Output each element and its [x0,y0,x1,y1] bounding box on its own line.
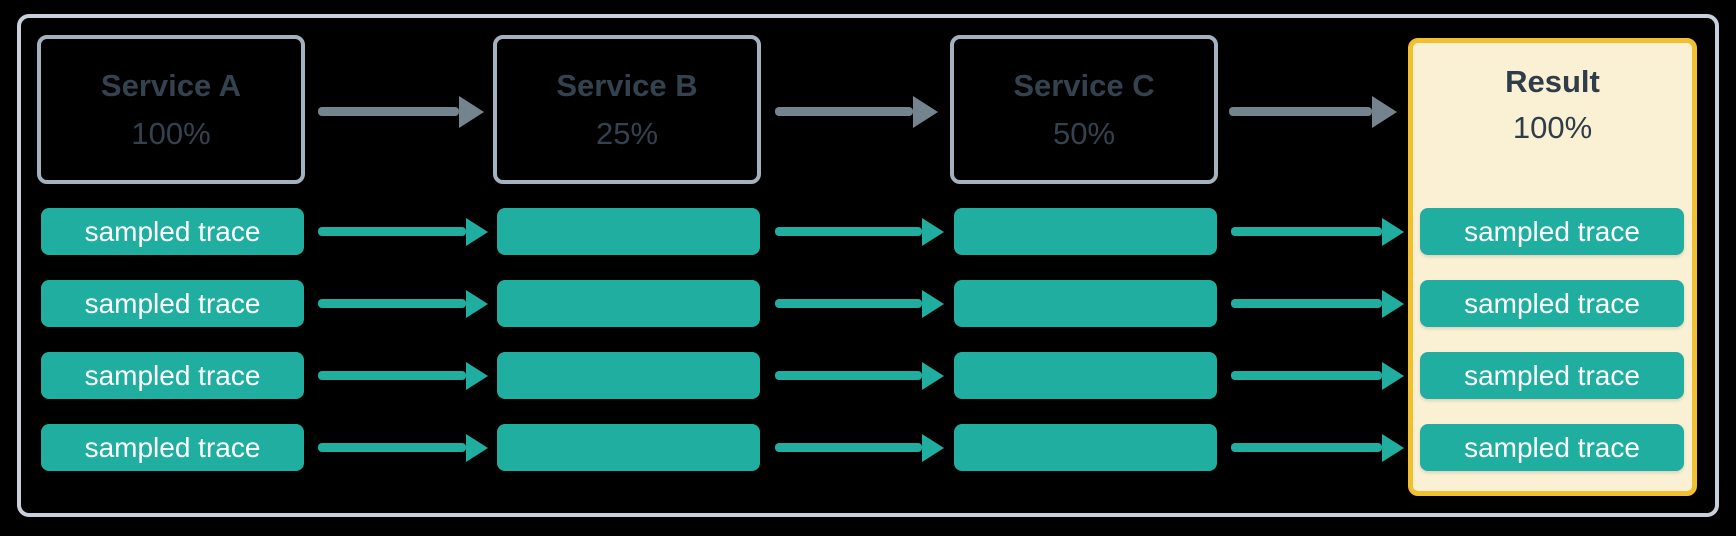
result-header: Result 100% [1413,63,1692,147]
sampled-trace-bar: sampled trace [41,208,304,255]
result-title: Result [1505,64,1600,99]
trace-bar [954,280,1217,327]
sampled-trace-bar: sampled trace [1420,208,1684,255]
result-panel: Result 100% sampled trace sampled trace … [1408,38,1697,496]
trace-arrow-icon [775,299,922,308]
trace-bar [497,280,760,327]
trace-arrow-icon [318,443,466,452]
trace-arrow-icon [1231,299,1382,308]
sampled-trace-bar: sampled trace [41,424,304,471]
sampled-trace-bar: sampled trace [1420,280,1684,327]
trace-arrow-icon [775,227,922,236]
trace-arrow-icon [318,299,466,308]
trace-arrow-icon [1231,371,1382,380]
service-a-title: Service A [100,67,242,103]
arrow-service-c-to-result-icon [1229,107,1372,116]
trace-arrow-icon [775,371,922,380]
trace-arrow-icon [775,443,922,452]
service-b-node: Service B 25% [493,35,761,184]
service-c-title: Service C [1013,67,1155,103]
service-b-percentage: 25% [595,115,659,151]
service-c-percentage: 50% [1052,115,1116,151]
service-c-node: Service C 50% [950,35,1218,184]
sampled-trace-bar: sampled trace [1420,352,1684,399]
trace-arrow-icon [1231,443,1382,452]
arrow-service-a-to-b-icon [318,107,459,116]
trace-bar [497,208,760,255]
trace-bar [954,424,1217,471]
trace-arrow-icon [318,227,466,236]
service-b-title: Service B [556,67,698,103]
sampled-trace-bar: sampled trace [1420,424,1684,471]
trace-arrow-icon [1231,227,1382,236]
result-percentage: 100% [1512,110,1593,145]
trace-arrow-icon [318,371,466,380]
service-a-node: Service A 100% [37,35,305,184]
service-a-percentage: 100% [131,115,211,151]
diagram-border-frame [17,14,1719,517]
sampled-trace-bar: sampled trace [41,280,304,327]
trace-bar [497,352,760,399]
sampled-trace-bar: sampled trace [41,352,304,399]
trace-bar [954,208,1217,255]
arrow-service-b-to-c-icon [775,107,913,116]
trace-bar [954,352,1217,399]
trace-bar [497,424,760,471]
